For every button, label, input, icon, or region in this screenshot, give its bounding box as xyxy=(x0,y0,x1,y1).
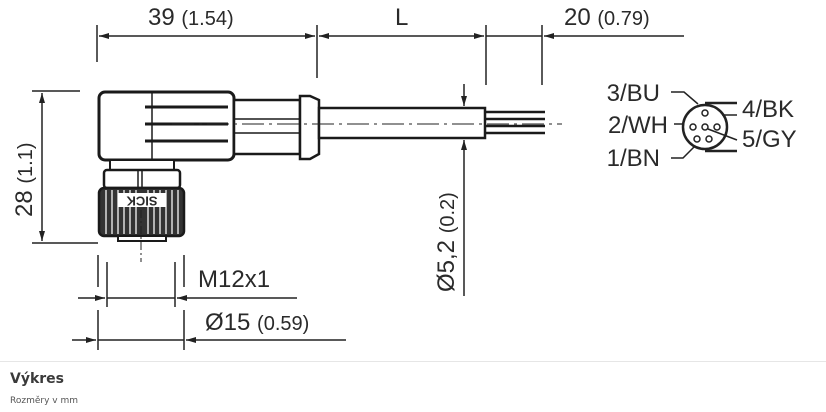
top-dimensions xyxy=(96,25,684,85)
pinout-diagram xyxy=(671,91,738,159)
dimension-drawing: 39 (1.54) L 20 (0.79) 28 (1.1) xyxy=(11,4,797,350)
pin-label-4: 4/BK xyxy=(742,96,794,123)
caption-divider xyxy=(0,361,826,362)
pin-label-1: 1/BN xyxy=(607,145,660,172)
dim-height: 28 (1.1) xyxy=(11,143,38,218)
pin-label-3: 3/BU xyxy=(607,80,660,107)
dim-nut-diameter: Ø15 (0.59) xyxy=(205,309,309,336)
dim-stripped-length: 20 (0.79) xyxy=(564,4,650,31)
dim-connector-length: 39 (1.54) xyxy=(148,4,234,31)
dim-cable-length: L xyxy=(395,4,408,31)
bottom-dimensions xyxy=(72,255,346,350)
height-dimension xyxy=(32,90,98,244)
caption-title: Výkres xyxy=(10,371,65,387)
dim-thread: M12x1 xyxy=(198,266,270,293)
dim-cable-diameter: Ø5,2 (0.2) xyxy=(433,192,460,292)
pin-label-2: 2/WH xyxy=(608,112,668,139)
brand-mark: SICK xyxy=(126,194,158,209)
pin-label-5: 5/GY xyxy=(742,126,797,153)
caption-subtitle: Rozměry v mm xyxy=(10,396,78,406)
connector-body xyxy=(97,90,545,242)
